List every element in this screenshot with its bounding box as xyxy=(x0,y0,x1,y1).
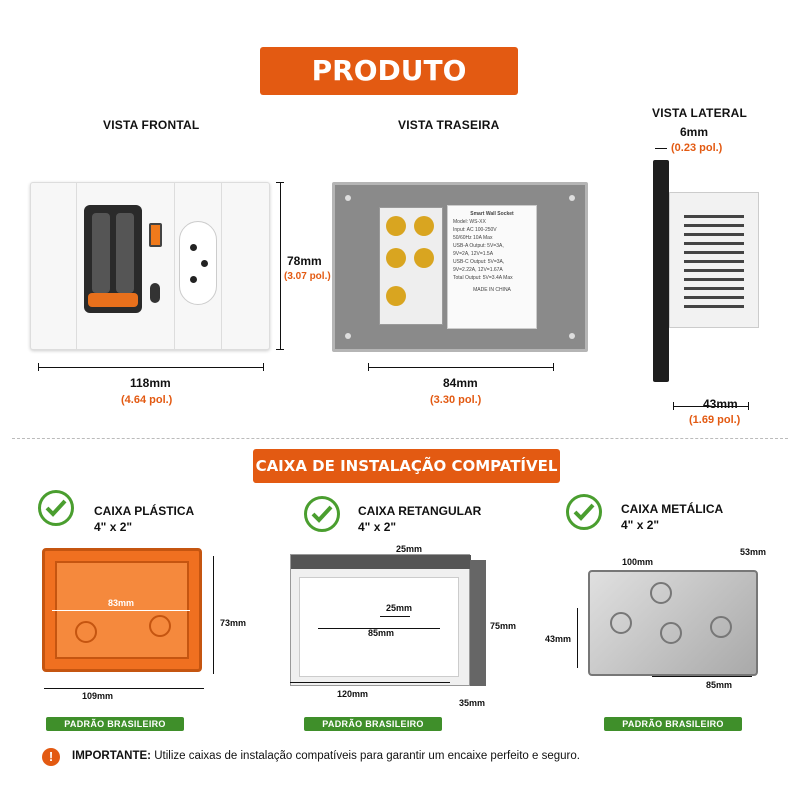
box-dim: 100mm xyxy=(622,557,654,567)
brazilian-socket-icon xyxy=(179,221,217,305)
dim-line xyxy=(318,628,440,629)
vent-slots xyxy=(684,209,744,313)
front-height-in: (3.07 pol.) xyxy=(284,271,331,282)
metal-box xyxy=(588,570,758,676)
label-line: 9V=2.22A, 12V=1.67A xyxy=(453,267,503,273)
usb-c-port-icon xyxy=(150,283,160,303)
back-width-label: 84mm xyxy=(443,376,478,390)
screw-hole-icon xyxy=(345,195,351,201)
box-dim: 85mm xyxy=(706,680,733,690)
label-line: Total Output: 5V=3.4A Max xyxy=(453,275,513,281)
side-depth-in: (1.69 pol.) xyxy=(689,414,741,426)
plate-divider xyxy=(76,183,77,349)
front-width-label: 118mm xyxy=(130,376,171,390)
screw-hole-icon xyxy=(569,333,575,339)
box-dim: 25mm xyxy=(396,544,423,554)
box-size: 4" x 2" xyxy=(94,520,133,534)
module-label-box: Smart Wall Socket Model: WS-XX Input: AC… xyxy=(447,205,537,329)
box-dim: 75mm xyxy=(490,621,517,631)
check-icon xyxy=(566,494,602,530)
box-size: 4" x 2" xyxy=(358,520,397,534)
box-dim: 35mm xyxy=(459,698,486,708)
dim-line xyxy=(380,616,410,617)
side-thickness-line xyxy=(655,148,667,149)
warning-icon: ! xyxy=(42,748,60,766)
screw-hole-icon xyxy=(345,333,351,339)
side-depth-label: 43mm xyxy=(703,397,738,411)
side-view-title: VISTA LATERAL xyxy=(652,106,748,120)
compat-banner: CAIXA DE INSTALAÇÃO COMPATÍVEL xyxy=(253,449,560,483)
box-dim: 109mm xyxy=(82,691,114,701)
check-icon xyxy=(304,496,340,532)
usb-c-cable-icon xyxy=(92,213,110,293)
label-line: Smart Wall Socket xyxy=(470,211,514,217)
box-dim: 43mm xyxy=(545,634,572,644)
plate-divider xyxy=(221,183,222,349)
plate-divider xyxy=(174,183,175,349)
box-size: 4" x 2" xyxy=(621,518,660,532)
side-thickness-label: 6mm xyxy=(680,125,709,139)
back-width-in: (3.30 pol.) xyxy=(430,394,482,406)
label-line: Input: AC 100-250V xyxy=(453,227,497,233)
padrao-badge: PADRÃO BRASILEIRO xyxy=(46,717,184,731)
box-name: CAIXA METÁLICA xyxy=(621,502,724,516)
padrao-badge: PADRÃO BRASILEIRO xyxy=(604,717,742,731)
compat-title: CAIXA DE INSTALAÇÃO COMPATÍVEL xyxy=(255,457,558,475)
box-dim: 25mm xyxy=(386,603,413,613)
dim-line xyxy=(652,676,752,677)
label-line: USB-C Output: 5V=3A, xyxy=(453,259,505,265)
back-view-title: VISTA TRASEIRA xyxy=(398,118,500,132)
label-line: 9V=2A, 12V=1.5A xyxy=(453,251,494,257)
label-line: USB-A Output: 5V=3A, xyxy=(453,243,504,249)
side-depth-line xyxy=(673,402,749,410)
dim-line xyxy=(52,610,190,611)
cable-base xyxy=(88,293,138,307)
label-line: MADE IN CHINA xyxy=(473,287,511,293)
box-dim: 120mm xyxy=(337,689,369,699)
box-name: CAIXA PLÁSTICA xyxy=(94,504,195,518)
check-icon xyxy=(38,490,74,526)
rect-box-side xyxy=(470,560,486,686)
box-name: CAIXA RETANGULAR xyxy=(358,504,482,518)
front-view-plate xyxy=(30,182,270,350)
usb-c-cable-icon xyxy=(116,213,134,293)
front-width-line xyxy=(38,363,264,371)
box-dim: 53mm xyxy=(740,547,767,557)
cable-holder xyxy=(84,205,142,313)
rect-box xyxy=(290,554,471,686)
padrao-badge: PADRÃO BRASILEIRO xyxy=(304,717,442,731)
important-label: IMPORTANTE: xyxy=(72,750,152,762)
produto-title: PRODUTO xyxy=(311,54,467,87)
box-dim: 83mm xyxy=(108,598,135,608)
section-divider xyxy=(12,438,788,439)
produto-banner: PRODUTO xyxy=(260,47,518,95)
side-module xyxy=(669,192,759,328)
box-dim: 85mm xyxy=(368,628,395,638)
front-height-line xyxy=(276,182,284,350)
dim-line xyxy=(577,608,578,668)
label-line: Model: WS-XX xyxy=(453,219,486,225)
screw-hole-icon xyxy=(569,195,575,201)
usb-a-port-icon xyxy=(149,223,162,247)
side-faceplate xyxy=(653,160,669,382)
front-width-in: (4.64 pol.) xyxy=(121,394,173,406)
dim-line xyxy=(44,688,204,689)
label-line: 50/60Hz 10A Max xyxy=(453,235,493,241)
terminal-block xyxy=(379,207,443,325)
front-height-label: 78mm xyxy=(287,254,322,268)
back-width-line xyxy=(368,363,554,371)
dim-line xyxy=(290,682,450,683)
important-text: Utilize caixas de instalação compatíveis… xyxy=(151,750,580,762)
dim-line xyxy=(213,556,214,674)
important-note: IMPORTANTE: Utilize caixas de instalação… xyxy=(72,750,580,762)
front-view-title: VISTA FRONTAL xyxy=(103,118,200,132)
box-dim: 73mm xyxy=(220,618,247,628)
side-thickness-in: (0.23 pol.) xyxy=(671,142,723,154)
back-view-plate: Smart Wall Socket Model: WS-XX Input: AC… xyxy=(332,182,588,352)
